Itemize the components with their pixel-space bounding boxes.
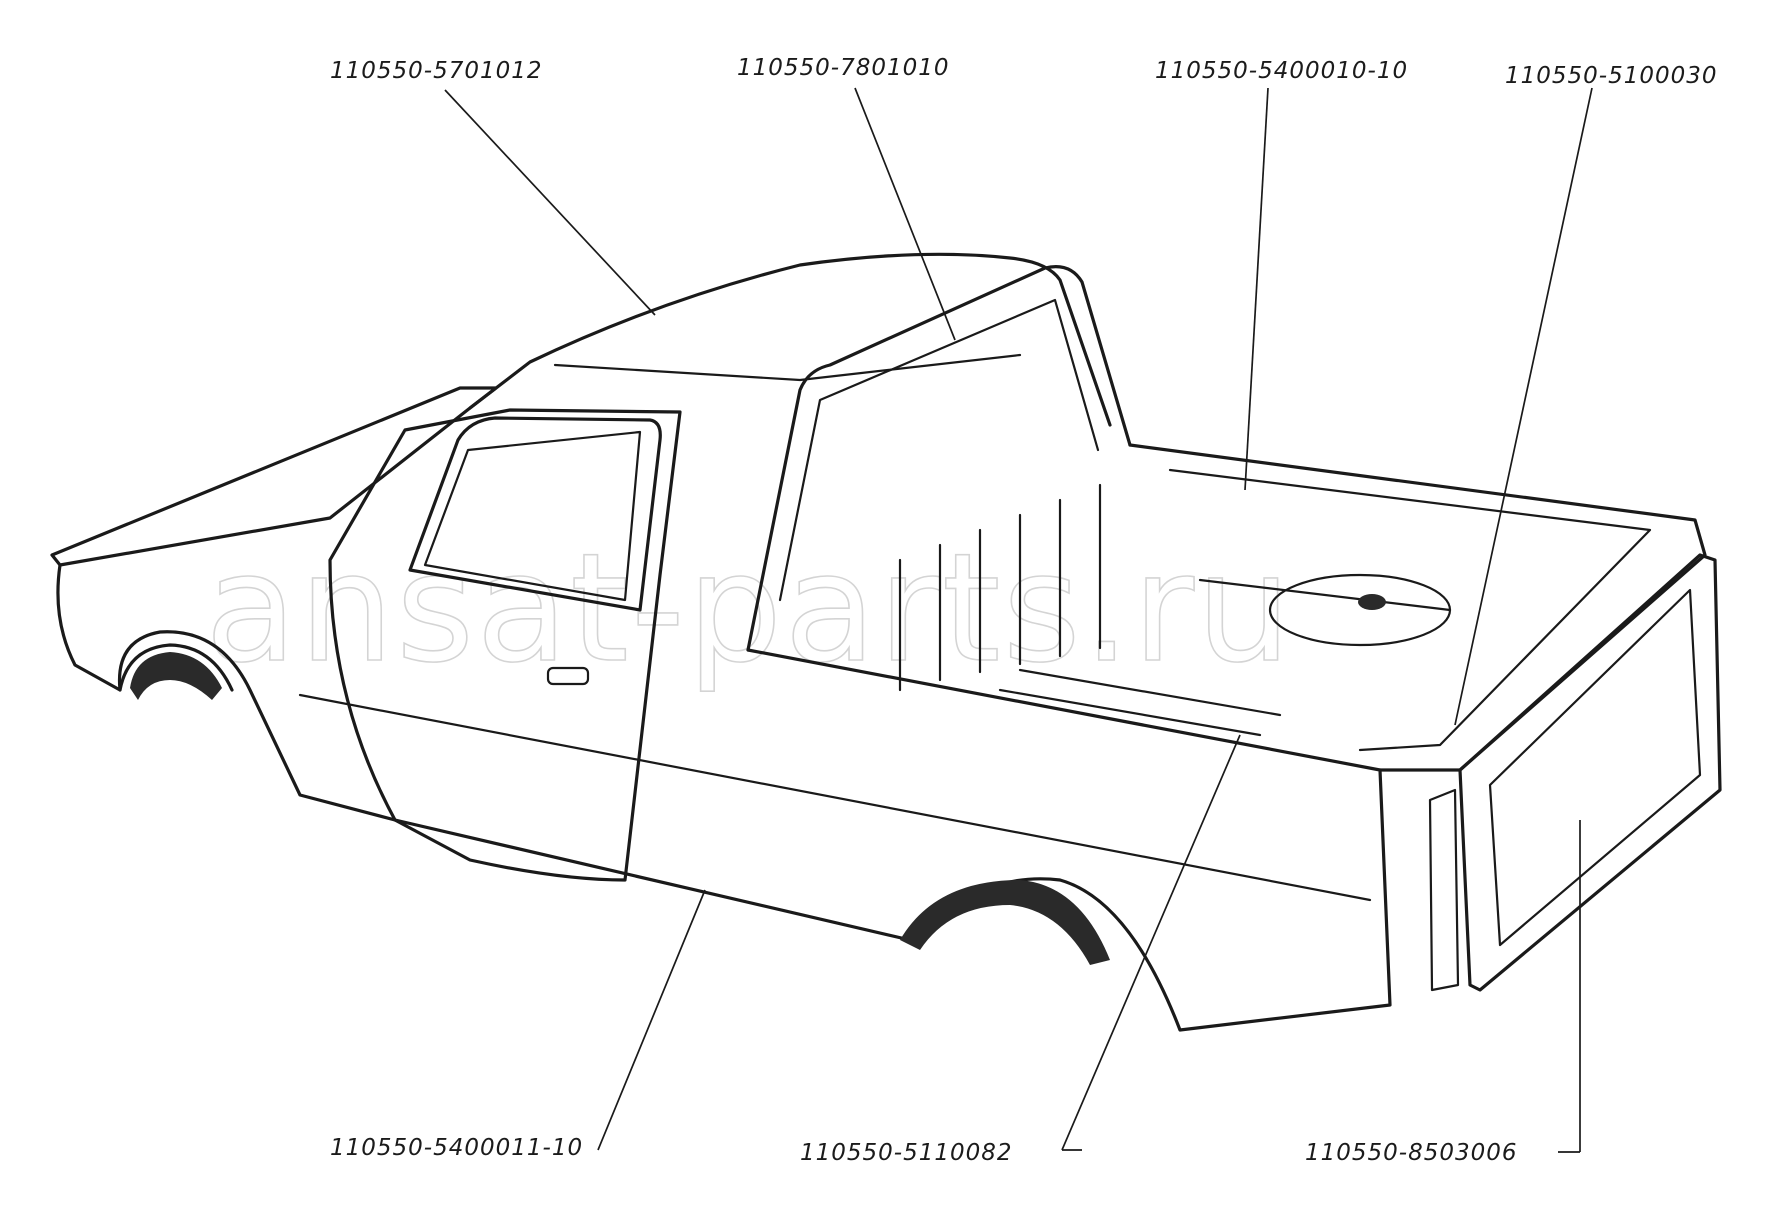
label-rear-panel: 110550-8503006 <box>1305 1140 1518 1166</box>
label-cargo-box: 110550-5400010-10 <box>1155 58 1408 84</box>
rear-wheel-well <box>900 880 1110 965</box>
tailgate <box>1458 553 1722 992</box>
pickup-body <box>50 252 1722 1032</box>
leader-floor <box>1061 734 1241 1151</box>
leader-rear-window <box>854 87 956 341</box>
side-moulding <box>298 693 1372 902</box>
leader-lines <box>444 87 1593 1153</box>
taillight <box>1428 788 1460 992</box>
label-tailgate: 110550-5100030 <box>1505 63 1718 89</box>
front-fender <box>56 563 397 822</box>
leader-cargo-box <box>1244 87 1269 491</box>
cab-lower-edge <box>393 818 912 942</box>
front-wheel-arch <box>118 643 234 692</box>
label-floor: 110550-5110082 <box>800 1140 1013 1166</box>
label-roof: 110550-5701012 <box>330 58 543 84</box>
leader-side-panel <box>597 889 706 1151</box>
rear-window-glass <box>778 298 1100 602</box>
bed-inner-rail <box>1168 468 1652 752</box>
leader-tailgate <box>1454 87 1593 726</box>
spare-wheel-well <box>1268 573 1452 647</box>
bed-floor <box>998 578 1452 737</box>
spare-wheel-hole <box>1358 594 1386 610</box>
watermark: ansat-parts.ru <box>205 522 1293 696</box>
door-window <box>408 416 662 612</box>
part-labels: 110550-5701012 110550-7801010 110550-540… <box>330 55 1718 1166</box>
cargo-bed-side <box>746 648 1392 1032</box>
cab-door <box>328 408 682 882</box>
rear-window-frame <box>746 265 1132 652</box>
label-rear-window: 110550-7801010 <box>737 55 950 81</box>
door-window-inner <box>423 430 642 602</box>
label-side-panel: 110550-5400011-10 <box>330 1135 583 1161</box>
tailgate-panel <box>1488 588 1702 947</box>
roof-rear-edge <box>553 353 1022 382</box>
door-handle <box>546 666 590 686</box>
front-wheel-well <box>130 652 222 700</box>
bed-front-ribs <box>898 483 1102 692</box>
leader-roof <box>444 89 656 316</box>
cab-roof <box>468 252 1112 427</box>
